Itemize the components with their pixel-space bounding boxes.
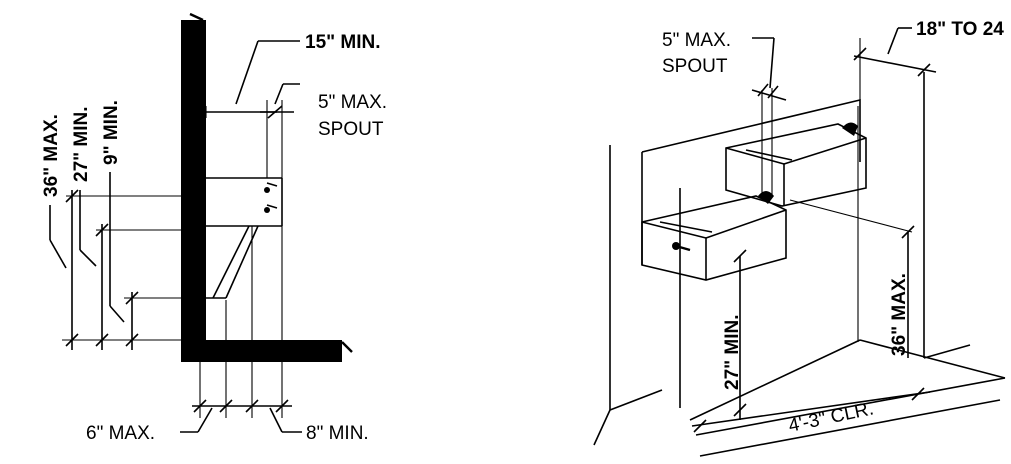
iso-label-27-min: 27" MIN.	[722, 314, 743, 390]
label-spout: SPOUT	[318, 119, 384, 140]
iso-label-36-max: 36" MAX.	[889, 273, 910, 356]
label-15-min: 15" MIN.	[305, 32, 381, 53]
label-27-min: 27" MIN.	[71, 106, 92, 182]
dim-5-max-spout: 5" MAX. SPOUT	[260, 83, 387, 178]
iso-dim-clear	[691, 387, 931, 433]
fountain-units	[641, 98, 867, 281]
iso-label-18-to-24: 18" TO 24	[916, 19, 1004, 40]
wall-section	[181, 20, 342, 362]
room-outline	[593, 72, 1006, 457]
height-dimensions	[49, 172, 206, 350]
iso-dim-27-min	[733, 249, 747, 420]
iso-dim-5-max-spout	[751, 37, 787, 196]
label-5-max: 5" MAX.	[318, 92, 387, 113]
label-6-max: 6" MAX.	[86, 423, 155, 444]
iso-label-spout: SPOUT	[662, 56, 728, 77]
label-9-min: 9" MIN.	[101, 100, 122, 165]
iso-dim-18-to-24	[853, 27, 937, 100]
iso-dim-36-max	[789, 106, 915, 358]
side-elevation-view: 15" MIN. 5" MAX. SPOUT	[41, 12, 387, 444]
label-36-max: 36" MAX.	[41, 114, 62, 197]
dim-15-min: 15" MIN.	[205, 32, 381, 178]
fountain-side-profile	[206, 177, 283, 299]
bottom-dimensions	[180, 226, 302, 433]
label-8-min: 8" MIN.	[306, 423, 369, 444]
iso-label-5-max: 5" MAX.	[662, 30, 731, 51]
isometric-view: 5" MAX. SPOUT 18" TO 24 36" MAX. 27" MIN…	[593, 19, 1006, 457]
